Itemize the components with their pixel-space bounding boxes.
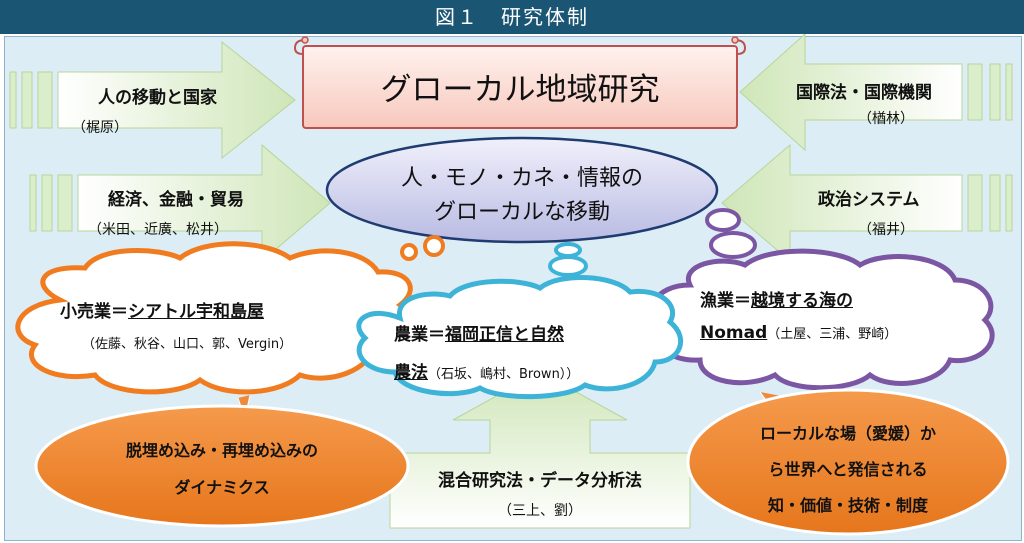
cloud-agriculture-title: 農業＝福岡正信と自然 (394, 320, 564, 345)
cloud-agriculture-title-prefix: 農業＝ (394, 325, 445, 345)
bottom-right-ellipse (686, 388, 1010, 536)
cloud-retail-title-prefix: 小売業＝ (60, 302, 128, 322)
cloud-agriculture-title-link-1: 福岡正信と自然 (445, 325, 564, 345)
center-ellipse-line2: グローカルな移動 (433, 200, 610, 225)
cloud-fishery-title-prefix: 漁業＝ (700, 291, 751, 311)
cloud-agriculture-people: （石坂、嶋村、Brown）） (428, 367, 580, 382)
bottom-arrow-people: （三上、劉） (498, 503, 582, 519)
left-arrow-bottom-people: （米田、近廣、松井） (88, 222, 228, 238)
center-ellipse (325, 136, 719, 244)
cloud-agriculture-shape (356, 242, 684, 400)
center-banner (293, 36, 747, 129)
bottom-right-line2: ら世界へと発信される (768, 460, 928, 479)
bottom-left-line1: 脱埋め込み・再埋め込みの (125, 441, 318, 460)
right-arrow-top (739, 32, 1013, 152)
bottom-right-line1: ローカルな場（愛媛）か (759, 424, 936, 443)
left-arrow-bottom-title: 経済、金融・貿易 (108, 190, 244, 210)
left-arrow-bottom (29, 143, 331, 263)
cloud-fishery-title: 漁業＝越境する海の (700, 286, 853, 311)
left-arrow-top-people: （梶原） (72, 120, 128, 136)
right-arrow-bottom (721, 143, 1013, 263)
cloud-agriculture-line2: 農法（石坂、嶋村、Brown）） (394, 358, 579, 383)
right-arrow-bottom-title: 政治システム (818, 190, 920, 210)
center-ellipse-line1: 人・モノ・カネ・情報の (400, 166, 643, 191)
right-arrow-bottom-people: （福井） (858, 222, 914, 238)
figure-title: 図１ 研究体制 (0, 0, 1024, 34)
left-arrow-top-title: 人の移動と国家 (98, 88, 217, 108)
bottom-left-line2: ダイナミクス (174, 478, 270, 497)
cloud-retail-title-link: シアトル宇和島屋 (128, 302, 264, 322)
right-arrow-top-title: 国際法・国際機関 (796, 83, 932, 103)
bottom-arrow (389, 371, 691, 529)
right-arrow-top-people: （楢林） (858, 111, 914, 127)
bottom-right-line3: 知・価値・技術・制度 (767, 496, 928, 515)
bottom-arrow-title: 混合研究法・データ分析法 (438, 471, 642, 491)
cloud-retail-people: （佐藤、秋谷、山口、郭、Vergin） (82, 337, 293, 352)
center-banner-title: グローカル地域研究 (380, 72, 660, 108)
cloud-fishery-line2: Nomad（土屋、三浦、野崎） (700, 323, 897, 343)
cloud-fishery-shape (651, 208, 995, 391)
cloud-agriculture-title-link-2: 農法 (394, 363, 428, 383)
bottom-left-ellipse (34, 394, 410, 528)
cloud-fishery-people: （土屋、三浦、野崎） (767, 327, 898, 342)
left-arrow-top (9, 40, 296, 160)
cloud-fishery-title-link-1: 越境する海の (751, 291, 853, 311)
cloud-retail-title: 小売業＝シアトル宇和島屋 (60, 297, 264, 322)
cloud-fishery-title-link-2: Nomad (700, 323, 768, 343)
